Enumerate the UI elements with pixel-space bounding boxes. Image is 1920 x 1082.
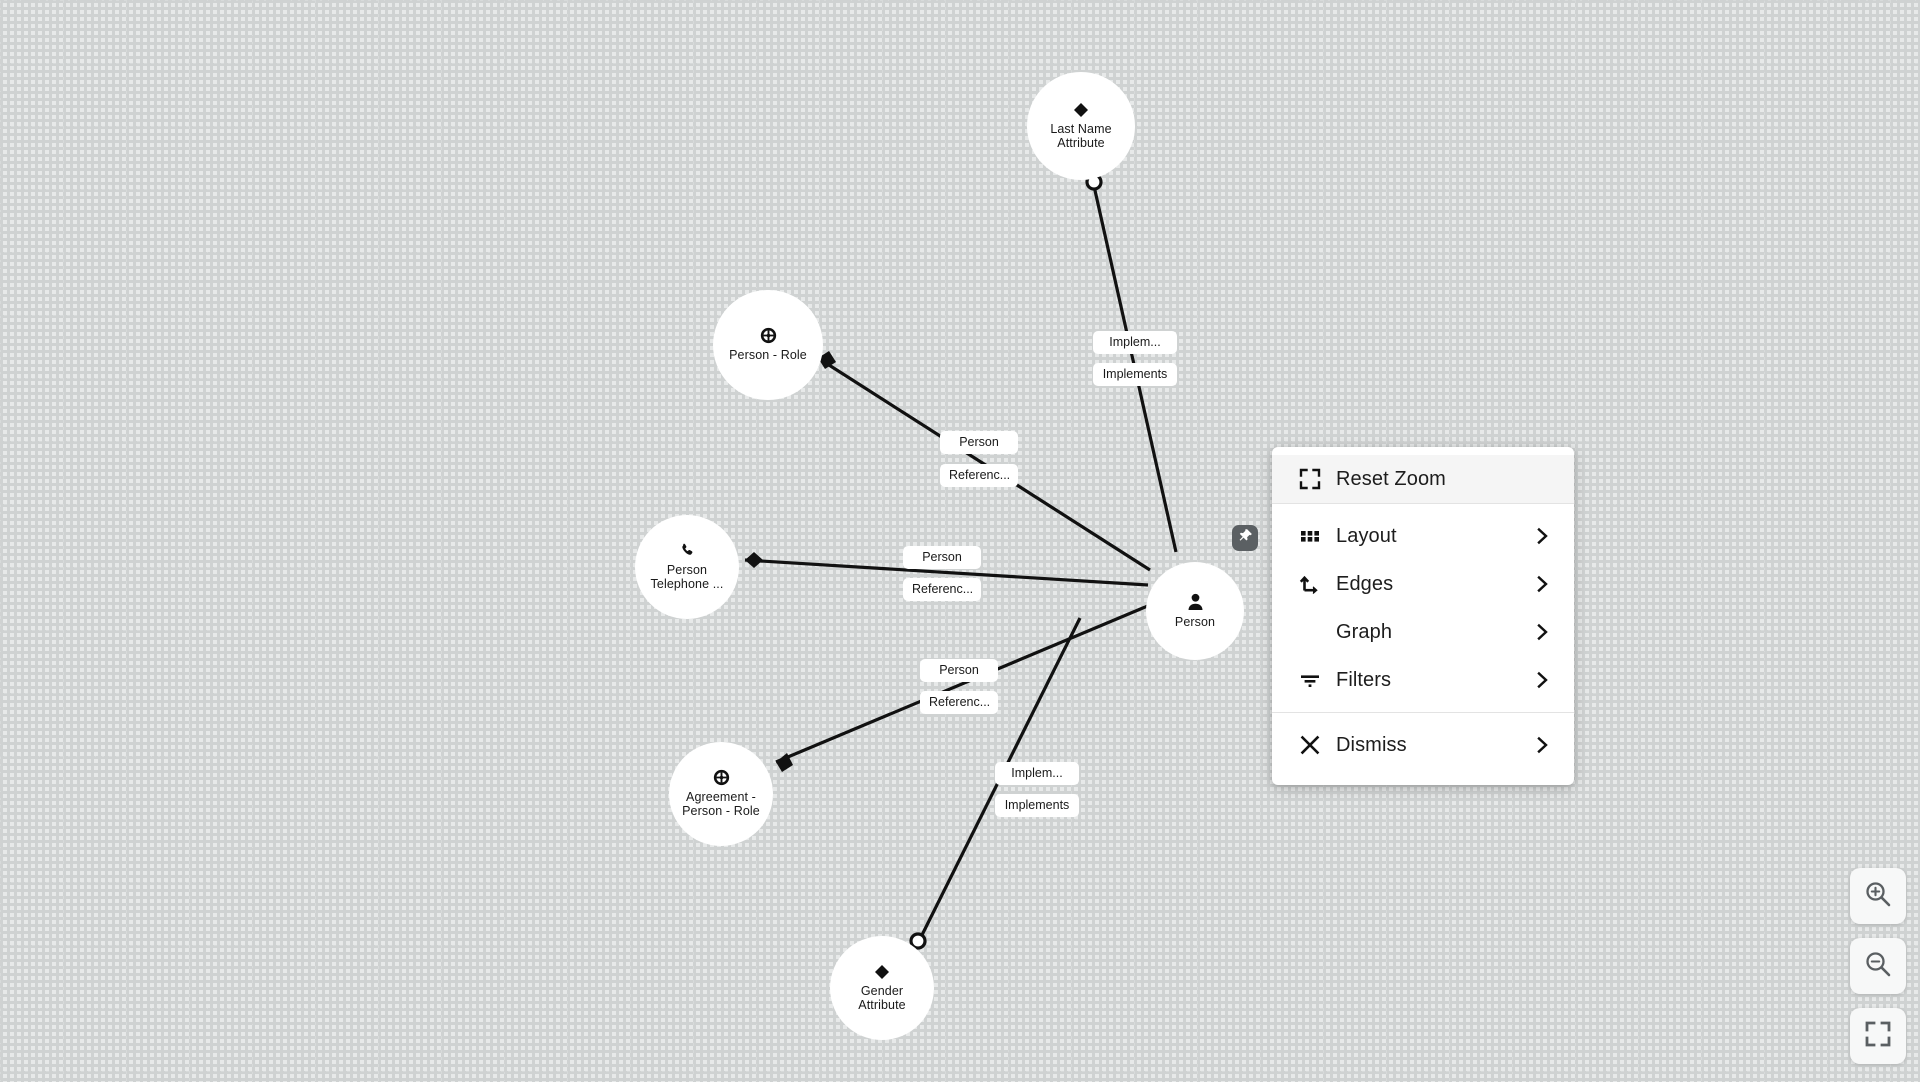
fit-to-screen-button[interactable] — [1850, 1008, 1906, 1064]
menu-item-layout[interactable]: Layout — [1272, 512, 1574, 560]
graph-node-label: Agreement - Person - Role — [682, 790, 760, 818]
graph-node-label: Last Name Attribute — [1050, 121, 1112, 150]
menu-item-label: Dismiss — [1336, 733, 1407, 756]
zoom-out-icon — [1863, 949, 1893, 984]
edge-label-top[interactable]: Person — [920, 659, 998, 682]
edge-label-bottom[interactable]: Referenc... — [940, 464, 1018, 487]
graph-node-person-role[interactable]: Person - Role — [713, 290, 823, 400]
menu-item-reset-zoom[interactable]: Reset Zoom — [1272, 455, 1574, 503]
chevron-right-icon — [1532, 670, 1552, 690]
edge-label-bottom[interactable]: Implements — [995, 794, 1079, 817]
menu-item-edges[interactable]: Edges — [1272, 560, 1574, 608]
graph-node-last-name-attribute[interactable]: Last Name Attribute — [1027, 72, 1135, 180]
edge-label-top[interactable]: Implem... — [995, 762, 1079, 785]
graph-node-person-telephone[interactable]: Person Telephone ... — [635, 515, 739, 619]
diamond-icon — [1073, 102, 1089, 118]
graph-node-person[interactable]: Person — [1146, 562, 1244, 660]
chevron-right-icon — [1532, 526, 1552, 546]
graph-node-label: Person Telephone ... — [650, 563, 724, 591]
graph-node-agreement-person-role[interactable]: Agreement - Person - Role — [669, 742, 773, 846]
menu-item-filters[interactable]: Filters — [1272, 656, 1574, 704]
menu-item-label: Layout — [1336, 524, 1397, 547]
pin-icon-badge[interactable] — [1232, 525, 1258, 551]
menu-item-label: Filters — [1336, 668, 1392, 691]
graph-context-menu[interactable]: Reset Zoom Layout — [1272, 447, 1574, 785]
chevron-right-icon — [1532, 735, 1552, 755]
menu-item-label: Graph — [1336, 620, 1393, 643]
graph-node-gender-attribute[interactable]: Gender Attribute — [830, 936, 934, 1040]
target-circle-icon — [713, 769, 730, 786]
menu-item-graph[interactable]: Graph — [1272, 608, 1574, 656]
edge-label-bottom[interactable]: Referenc... — [920, 691, 998, 714]
fit-screen-icon — [1298, 467, 1324, 491]
zoom-in-button[interactable] — [1850, 868, 1906, 924]
context-menu-section-dismiss: Dismiss — [1272, 712, 1574, 777]
chevron-right-icon — [1532, 574, 1552, 594]
filter-funnel-icon — [1298, 668, 1324, 692]
close-x-icon — [1298, 733, 1324, 757]
grid-dots-icon — [1298, 524, 1324, 548]
edge-label-top[interactable]: Implem... — [1093, 331, 1177, 354]
menu-item-label: Reset Zoom — [1336, 467, 1446, 490]
pin-icon — [1238, 528, 1253, 548]
menu-item-dismiss[interactable]: Dismiss — [1272, 721, 1574, 769]
edge-label-bottom[interactable]: Referenc... — [903, 578, 981, 601]
zoom-controls — [1850, 868, 1906, 1064]
graph-node-label: Person - Role — [729, 348, 807, 363]
zoom-out-button[interactable] — [1850, 938, 1906, 994]
fit-screen-icon — [1864, 1020, 1892, 1053]
context-menu-section-zoom: Reset Zoom — [1272, 455, 1574, 503]
diamond-icon — [874, 964, 890, 980]
target-circle-icon — [760, 327, 777, 344]
graph-node-label: Gender Attribute — [858, 983, 906, 1012]
phone-icon — [679, 542, 696, 559]
edge-label-bottom[interactable]: Implements — [1093, 363, 1177, 386]
edge-label-top[interactable]: Person — [903, 546, 981, 569]
chevron-right-icon — [1532, 622, 1552, 642]
graph-node-label: Person — [1174, 614, 1216, 629]
edge-label-top[interactable]: Person — [940, 431, 1018, 454]
edge-arrow-icon — [1298, 572, 1324, 596]
menu-item-label: Edges — [1336, 572, 1394, 595]
context-menu-section-tools: Layout Edges — [1272, 503, 1574, 712]
person-icon — [1187, 593, 1204, 611]
zoom-in-icon — [1863, 879, 1893, 914]
